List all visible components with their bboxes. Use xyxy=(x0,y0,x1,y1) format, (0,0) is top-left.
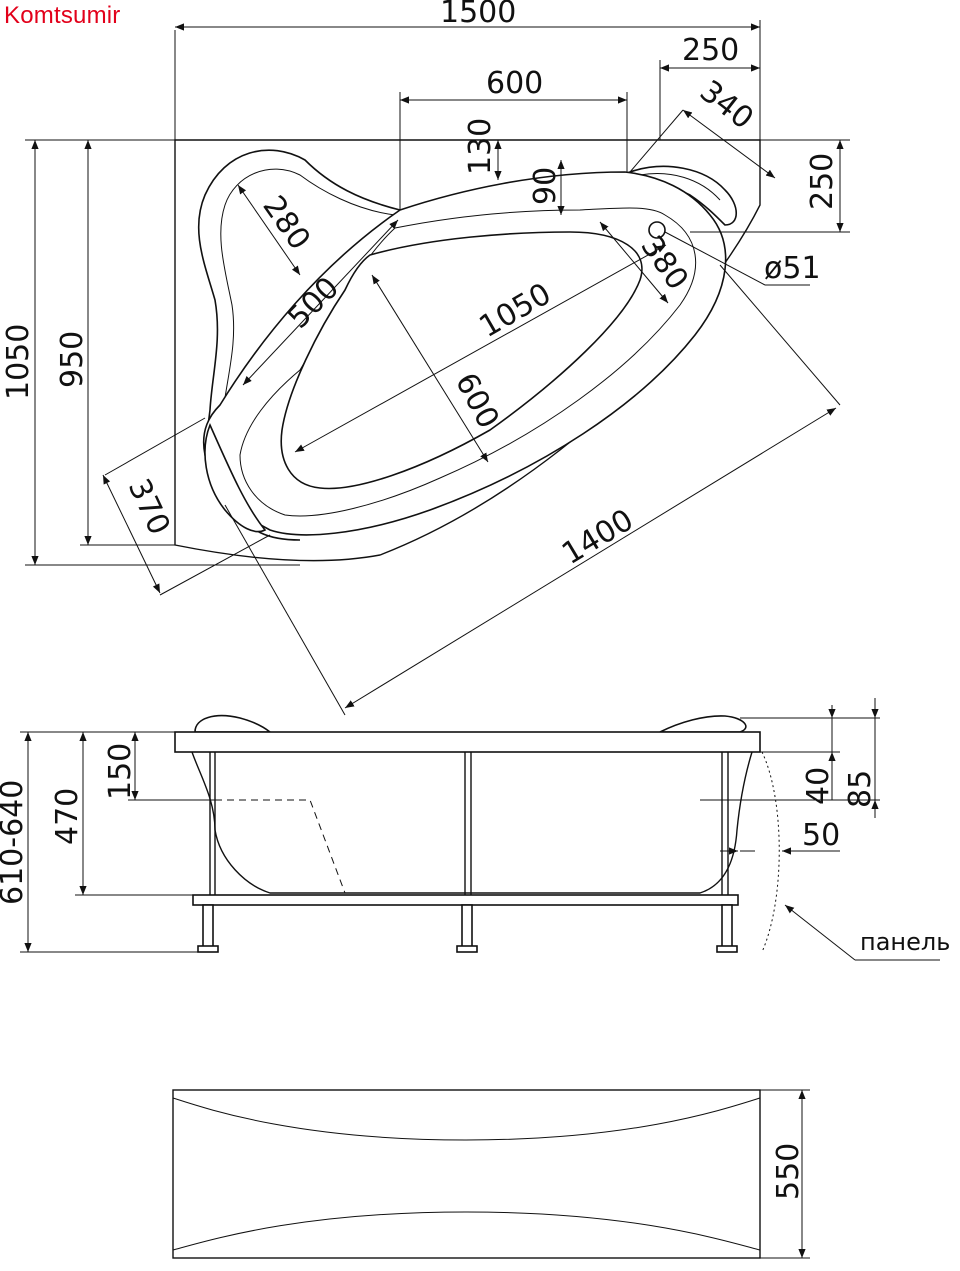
dim-1400: 1400 xyxy=(556,503,639,572)
dim-610-640: 610-640 xyxy=(0,780,30,905)
dim-diameter-51: ø51 xyxy=(764,251,821,286)
dim-250-right: 250 xyxy=(805,153,840,210)
dim-1050-vertical: 1050 xyxy=(1,324,36,400)
dim-370: 370 xyxy=(121,474,177,541)
top-view: 1500 250 600 340 130 90 250 ø51 280 380 xyxy=(1,0,850,716)
dim-150: 150 xyxy=(103,743,138,800)
side-view: 610-640 470 150 40 85 50 панель xyxy=(0,698,950,961)
panel-outline xyxy=(172,1089,761,1259)
side-rim xyxy=(174,731,761,753)
dim-130: 130 xyxy=(463,118,498,175)
dim-85: 85 xyxy=(843,770,878,808)
dim-470: 470 xyxy=(50,788,85,845)
brand-logo-text: Komtsumir xyxy=(4,2,121,29)
dim-250-top: 250 xyxy=(682,33,739,68)
dim-340: 340 xyxy=(693,74,760,137)
dim-950: 950 xyxy=(55,331,90,388)
dim-600-top: 600 xyxy=(486,66,543,101)
dim-50: 50 xyxy=(802,818,840,853)
dim-90: 90 xyxy=(528,167,563,205)
dim-550: 550 xyxy=(771,1143,806,1200)
dim-1500: 1500 xyxy=(440,0,516,30)
panel-view: 550 xyxy=(172,1089,810,1259)
dim-40: 40 xyxy=(801,767,836,805)
panel-label: панель xyxy=(860,928,950,956)
